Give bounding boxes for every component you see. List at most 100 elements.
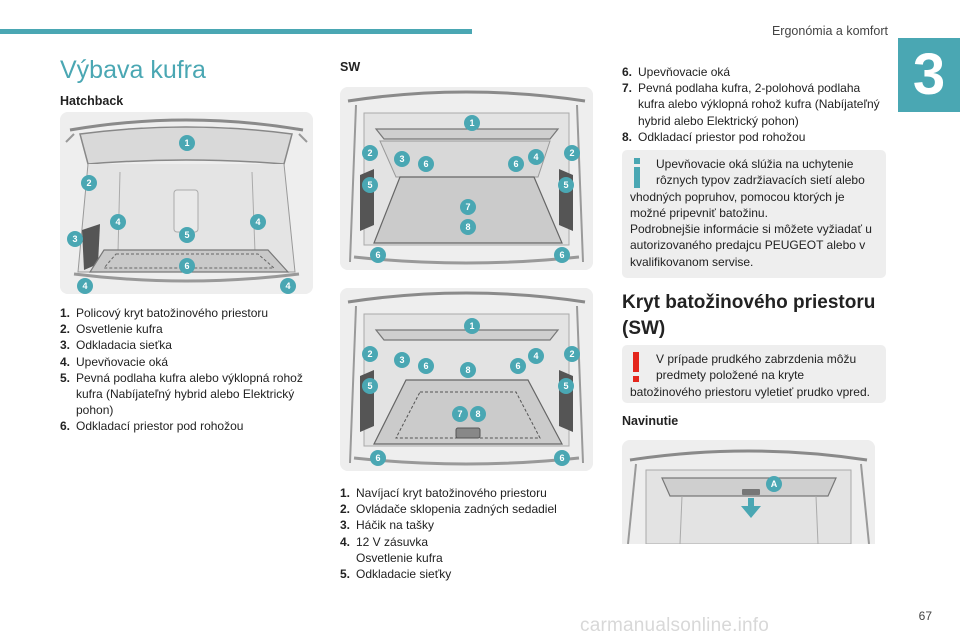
item-text: Osvetlenie kufra (76, 322, 163, 337)
marker-5-right: 5 (558, 378, 574, 394)
info-note-rest: vhodných popruhov, pomocou ktorých je mo… (630, 189, 845, 220)
item-number: 4. (340, 534, 351, 549)
marker-4-label: 4 (533, 351, 538, 361)
item-text: Odkladacie sieťky (356, 567, 452, 582)
info-note: Upevňovacie oká slúžia na uchytenie rôzn… (622, 150, 886, 278)
item-text: Háčik na tašky (356, 518, 435, 533)
marker-6-bottom-left-label: 6 (375, 250, 380, 260)
marker-3: 3 (394, 352, 410, 368)
marker-5: 5 (179, 227, 195, 243)
item-text-extra: Osvetlenie kufra (356, 550, 443, 565)
marker-3-label: 3 (399, 355, 404, 365)
sw-trunk-drawing-top: 1 2 3 6 6 4 2 5 5 7 8 6 6 (340, 87, 593, 270)
marker-5-left-label: 5 (367, 180, 372, 190)
marker-6-bottom-right-label: 6 (559, 453, 564, 463)
item-number: 4. (60, 354, 71, 369)
item-number: 3. (340, 518, 351, 533)
marker-1: 1 (464, 115, 480, 131)
marker-6-right: 6 (508, 156, 524, 172)
item-number: 6. (60, 419, 71, 434)
marker-5-left-label: 5 (367, 381, 372, 391)
page-number: 67 (918, 609, 932, 623)
marker-5-right-label: 5 (563, 180, 568, 190)
marker-2-right-label: 2 (569, 148, 574, 158)
info-icon (634, 158, 640, 188)
marker-8-label: 8 (465, 222, 470, 232)
marker-1: 1 (179, 135, 195, 151)
sw-trunk-illustration-bottom: 1 2 3 6 8 6 4 2 5 5 7 8 6 6 (340, 288, 593, 471)
warning-note-line-2: predmety položené na kryte (656, 368, 805, 383)
item-number: 1. (60, 306, 71, 320)
section-title: Výbava kufra (60, 56, 206, 84)
marker-5-right: 5 (558, 177, 574, 193)
item-text: Odkladací priestor pod rohožou (638, 129, 806, 144)
marker-6-right-label: 6 (513, 159, 518, 169)
marker-2-left: 2 (362, 346, 378, 362)
warning-icon (633, 352, 639, 382)
hatchback-trunk-illustration: 1 2 3 4 4 5 6 4 4 (60, 112, 313, 294)
marker-6-right-label: 6 (515, 361, 520, 371)
marker-5-left: 5 (362, 177, 378, 193)
hatchback-heading: Hatchback (60, 94, 124, 108)
list-item: 1. Navíjací kryt batožinového priestoru (340, 485, 602, 501)
marker-4-label: 4 (533, 152, 538, 162)
marker-4: 4 (528, 149, 544, 165)
item-text: Navíjací kryt batožinového priestoru (356, 486, 547, 500)
item-number: 6. (622, 65, 633, 79)
item-text: Upevňovacie oká (76, 354, 169, 369)
marker-2: 2 (81, 175, 97, 191)
marker-7: 7 (460, 199, 476, 215)
marker-8-top-label: 8 (465, 365, 470, 375)
marker-2-right: 2 (564, 346, 580, 362)
warning-note: V prípade prudkého zabrzdenia môžu predm… (622, 345, 886, 403)
marker-6: 6 (179, 258, 195, 274)
marker-1: 1 (464, 318, 480, 334)
item-text: Pevná podlaha kufra, 2-polohová podlaha … (638, 81, 880, 128)
hatchback-legend-list: 1. Policový kryt batožinového priestoru 2… (60, 305, 322, 435)
item-number: 3. (60, 338, 71, 353)
marker-5-right-label: 5 (563, 381, 568, 391)
list-item: 6. Upevňovacie oká (622, 64, 888, 80)
item-text: Policový kryt batožinového priestoru (76, 306, 269, 320)
item-number: 5. (60, 370, 71, 385)
marker-4-left: 4 (110, 214, 126, 230)
item-number: 2. (60, 322, 71, 337)
info-note-line-2: rôznych typov zadržiavacích sietí alebo (656, 173, 865, 188)
marker-8-label: 8 (475, 409, 480, 419)
marker-6-left-label: 6 (423, 159, 428, 169)
item-text: Pevná podlaha kufra alebo výklopná rohož… (76, 370, 303, 418)
item-number: 8. (622, 129, 633, 144)
marker-6-bottom-right: 6 (554, 247, 570, 263)
marker-6-left: 6 (418, 358, 434, 374)
marker-6-left-label: 6 (423, 361, 428, 371)
marker-3-label: 3 (399, 154, 404, 164)
list-item: 8. Odkladací priestor pod rohožou (622, 129, 888, 145)
marker-7: 7 (452, 406, 468, 422)
marker-6-left: 6 (418, 156, 434, 172)
marker-4-right-label: 4 (255, 217, 260, 227)
header-accent-bar (0, 29, 472, 34)
item-number: 1. (340, 486, 351, 500)
marker-4-bottom-right-label: 4 (285, 281, 290, 291)
watermark: carmanualsonline.info (580, 615, 770, 636)
item-text: Ovládače sklopenia zadných sedadiel (356, 502, 557, 517)
marker-5-label: 5 (184, 230, 189, 240)
sw-trunk-illustration-top: 1 2 3 6 6 4 2 5 5 7 8 6 6 (340, 87, 593, 270)
list-item: 1. Policový kryt batožinového priestoru (60, 305, 322, 321)
marker-a-label: A (771, 479, 778, 489)
marker-4-right: 4 (250, 214, 266, 230)
marker-2-left-label: 2 (367, 148, 372, 158)
marker-4: 4 (528, 348, 544, 364)
item-text: 12 V zásuvka (356, 534, 429, 549)
hatchback-trunk-drawing: 1 2 3 4 4 5 6 4 4 (60, 112, 313, 294)
chapter-number-tab: 3 (898, 38, 960, 112)
marker-8-top: 8 (460, 362, 476, 378)
list-item: 3.Odkladacia sieťka (60, 337, 322, 353)
item-text: Upevňovacie oká (638, 65, 731, 79)
sw-trunk-drawing-bottom: 1 2 3 6 8 6 4 2 5 5 7 8 6 6 (340, 288, 593, 471)
list-item: 7.Pevná podlaha kufra, 2-polohová podlah… (622, 80, 888, 129)
chapter-title: Ergonómia a komfort (771, 24, 888, 38)
list-item: 2.Ovládače sklopenia zadných sedadiel (340, 501, 602, 517)
item-text: Odkladací priestor pod rohožou (76, 419, 244, 434)
